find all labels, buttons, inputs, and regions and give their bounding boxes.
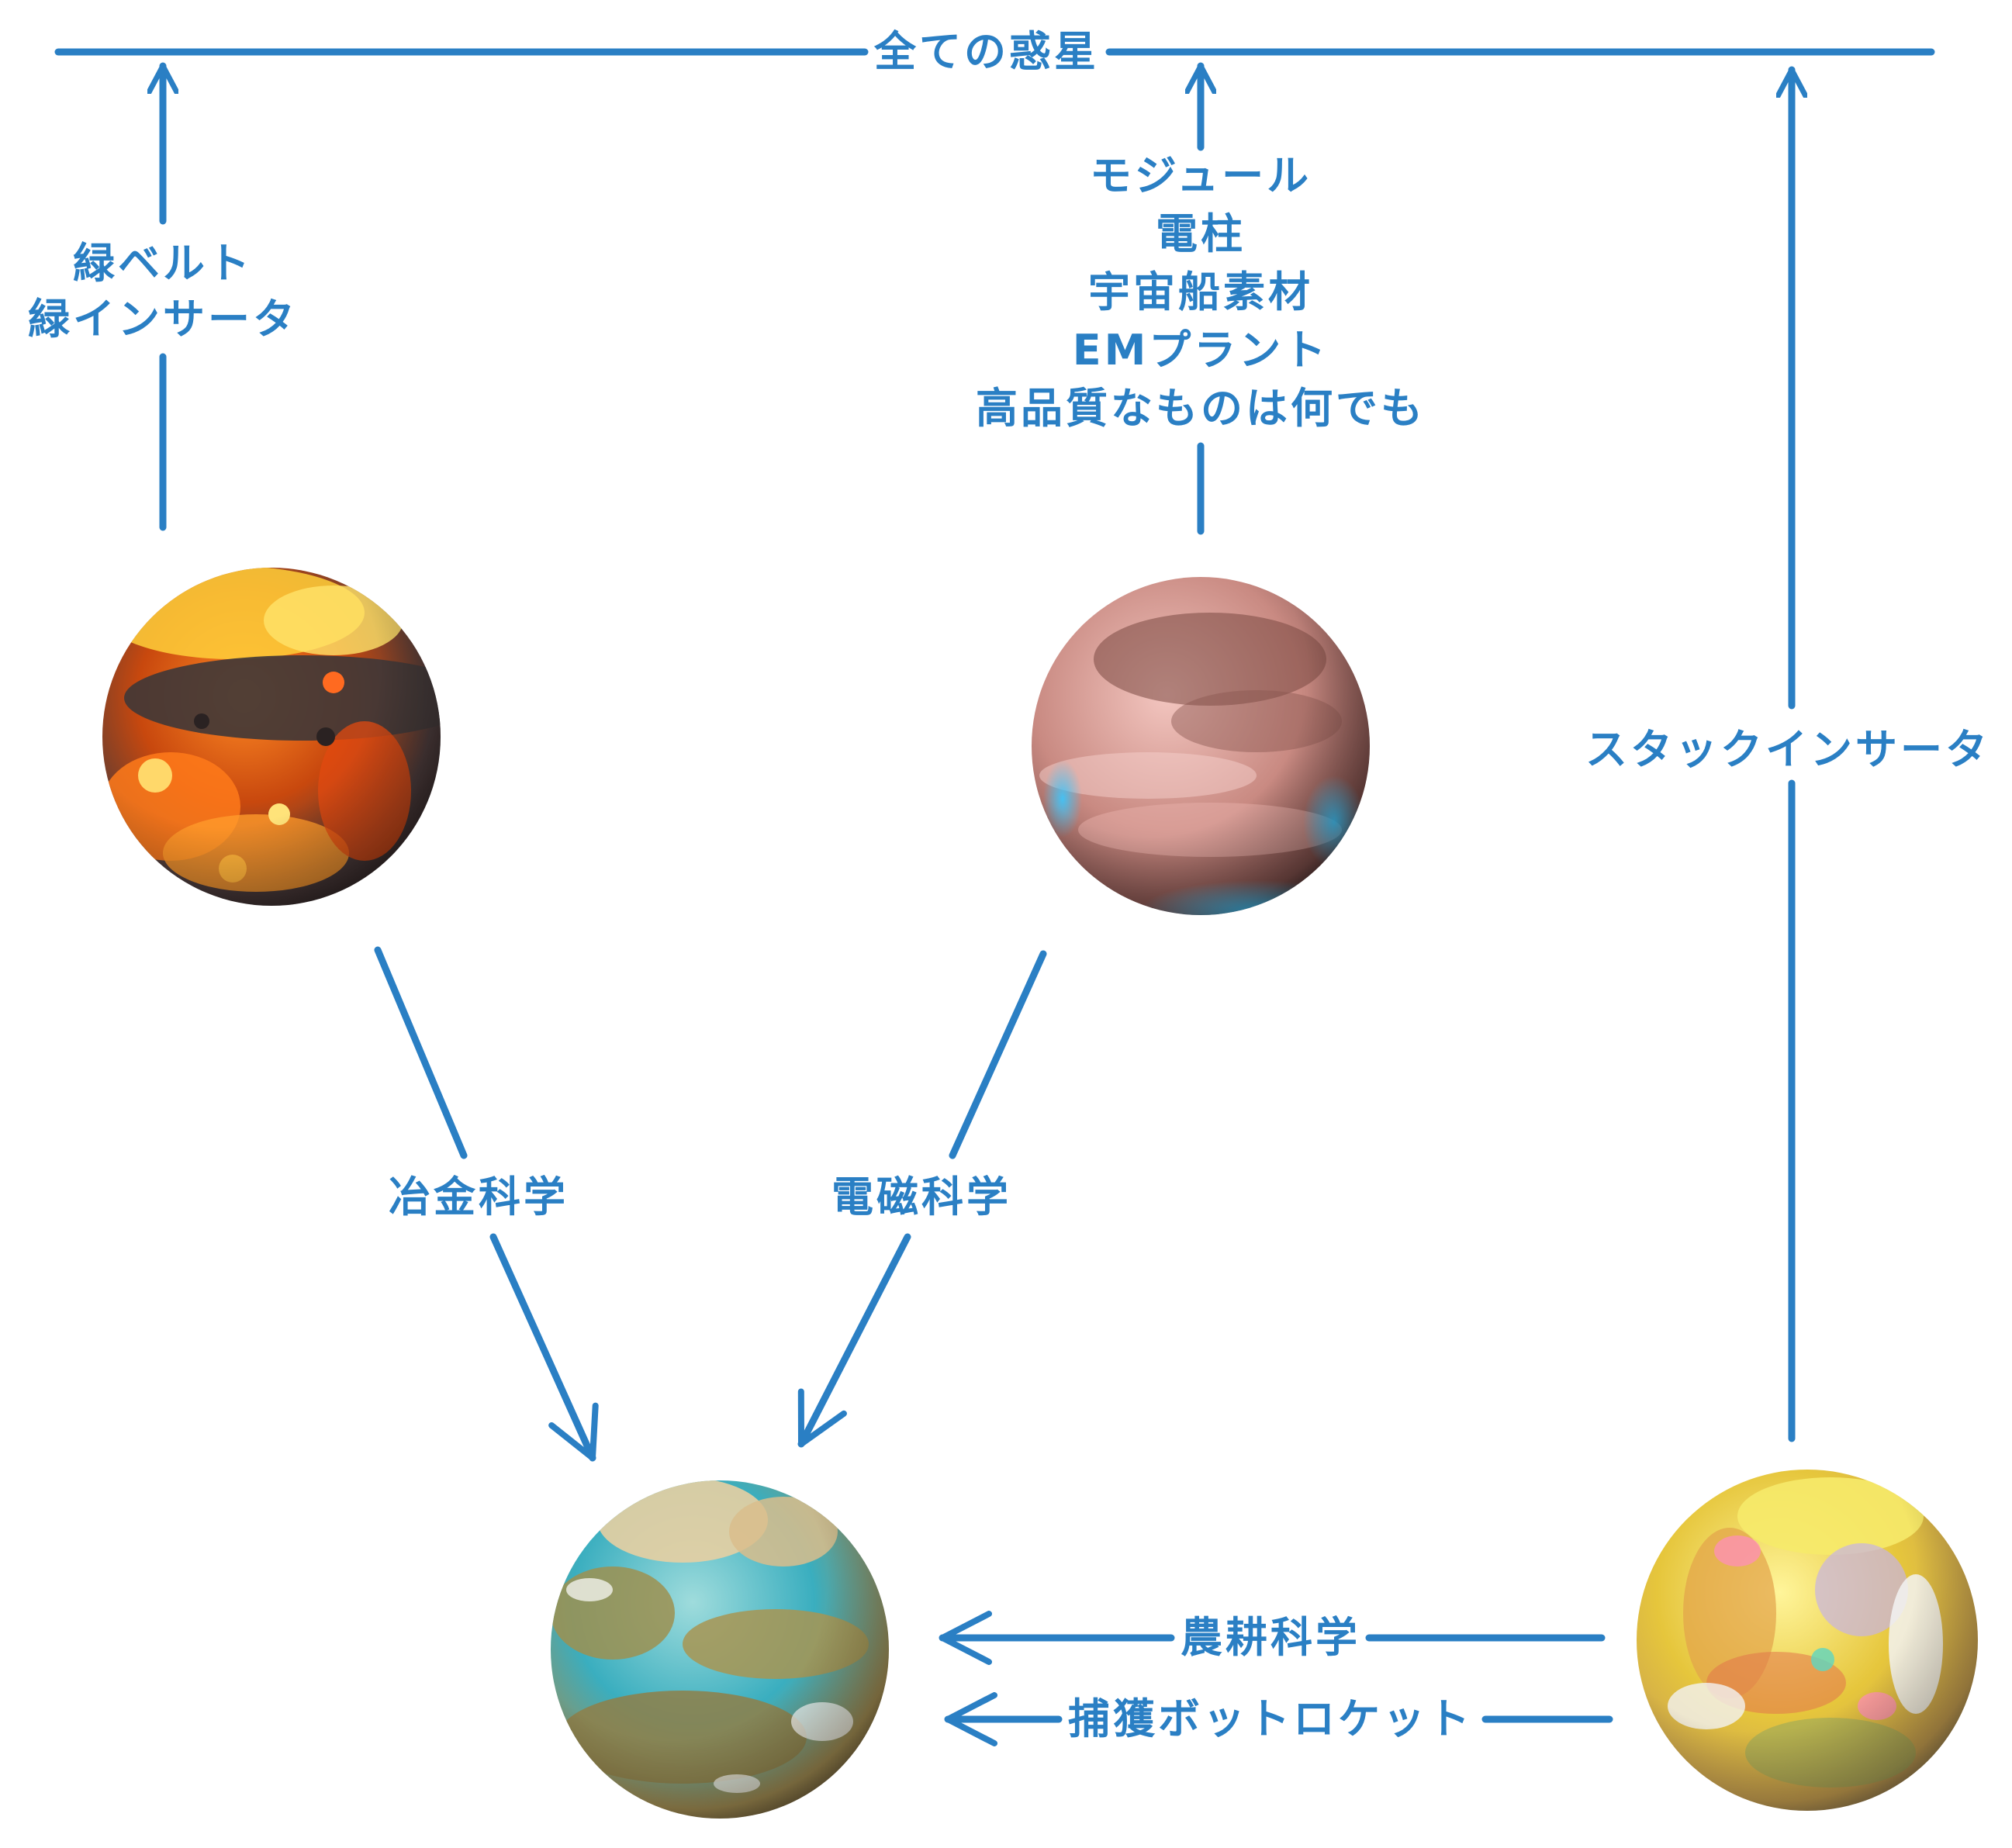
label-em-to-all-line-1: モジュール — [1090, 151, 1312, 200]
home-planet — [551, 1480, 889, 1819]
edge-fire-to-earth-lower — [489, 1233, 599, 1462]
label-fire-to-all-line-1: 緑ベルト — [73, 239, 253, 288]
label-all-planets: 全ての惑星 — [873, 27, 1099, 76]
em-planet — [1032, 577, 1370, 915]
label-em-to-all-line-3: 宇宙船素材 — [1088, 268, 1313, 316]
label-em-to-all-line-5: 高品質なものは何でも — [976, 384, 1426, 433]
label-bio-to-all: スタックインサータ — [1585, 725, 1990, 774]
edge-em-to-earth-upper — [949, 950, 1047, 1159]
edge-em-to-earth-lower — [797, 1233, 911, 1448]
label-em-to-all-line-4: EMプラント — [1073, 326, 1329, 375]
label-fire-to-all-line-2: 緑インサータ — [28, 295, 298, 344]
fire-planet — [102, 568, 441, 906]
label-em-to-all-line-2: 電柱 — [1156, 209, 1246, 258]
label-em-to-earth: 電磁科学 — [831, 1173, 1011, 1221]
edge-fire-to-earth-upper — [374, 946, 468, 1159]
label-fire-to-earth: 冶金科学 — [389, 1173, 569, 1221]
label-bio-to-earth-2: 捕獲ボットロケット — [1068, 1694, 1473, 1743]
label-bio-to-earth-1: 農耕科学 — [1181, 1613, 1360, 1662]
bio-planet — [1637, 1470, 1978, 1811]
